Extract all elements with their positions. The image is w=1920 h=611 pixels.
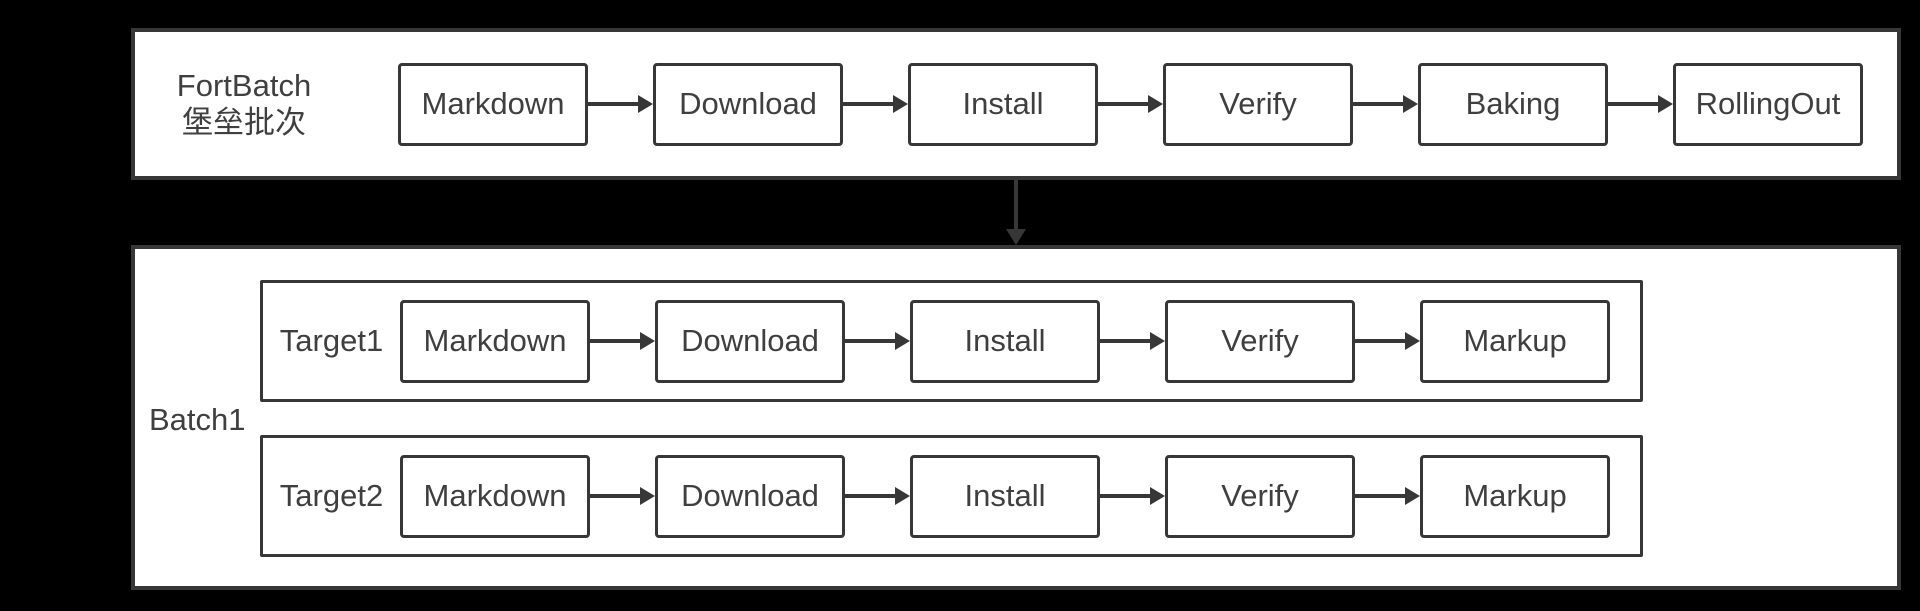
target1-stage-markdown: Markdown <box>400 299 590 383</box>
target2-row: Target2 Markdown Download Install Verify… <box>260 435 1643 557</box>
target2-stage-markdown: Markdown <box>400 454 590 538</box>
arrow-right-icon <box>588 95 653 113</box>
arrow-right-icon <box>1355 332 1420 350</box>
fortbatch-stage-rollingout: RollingOut <box>1673 62 1863 146</box>
target1-stage-verify: Verify <box>1165 299 1355 383</box>
target2-stage-download: Download <box>655 454 845 538</box>
target2-stage-install: Install <box>910 454 1100 538</box>
fortbatch-label-en: FortBatch <box>176 68 312 103</box>
arrow-right-icon <box>590 332 655 350</box>
fortbatch-stage-verify: Verify <box>1163 62 1353 146</box>
arrow-right-icon <box>1353 95 1418 113</box>
target1-row: Target1 Markdown Download Install Verify… <box>260 280 1643 402</box>
fortbatch-panel-label: FortBatch 堡垒批次 <box>135 67 398 141</box>
target2-stage-markup: Markup <box>1420 454 1610 538</box>
arrow-right-icon <box>1100 332 1165 350</box>
arrow-right-icon <box>1100 487 1165 505</box>
arrow-down-icon <box>1004 180 1028 245</box>
fortbatch-stage-download: Download <box>653 62 843 146</box>
fortbatch-stage-baking: Baking <box>1418 62 1608 146</box>
arrow-right-icon <box>1608 95 1673 113</box>
fortbatch-label-zh: 堡垒批次 <box>182 105 306 140</box>
target2-stage-verify: Verify <box>1165 454 1355 538</box>
arrow-right-icon <box>843 95 908 113</box>
target2-label: Target2 <box>279 478 384 513</box>
arrow-right-icon <box>845 332 910 350</box>
arrow-right-icon <box>590 487 655 505</box>
arrow-right-icon <box>845 487 910 505</box>
fortbatch-stage-install: Install <box>908 62 1098 146</box>
target1-label: Target1 <box>279 323 384 358</box>
arrow-down-line <box>1014 180 1018 232</box>
batch1-panel: Batch1 Target1 Markdown Download Install… <box>131 245 1901 590</box>
arrow-down-head <box>1006 229 1026 245</box>
fortbatch-stage-markdown: Markdown <box>398 62 588 146</box>
target1-stage-download: Download <box>655 299 845 383</box>
arrow-right-icon <box>1355 487 1420 505</box>
arrow-right-icon <box>1098 95 1163 113</box>
target1-stage-markup: Markup <box>1420 299 1610 383</box>
fortbatch-panel: FortBatch 堡垒批次 Markdown Download Install… <box>131 28 1901 180</box>
batch1-label: Batch1 <box>149 402 246 437</box>
fortbatch-flow: Markdown Download Install Verify Baking … <box>398 62 1863 146</box>
target1-stage-install: Install <box>910 299 1100 383</box>
